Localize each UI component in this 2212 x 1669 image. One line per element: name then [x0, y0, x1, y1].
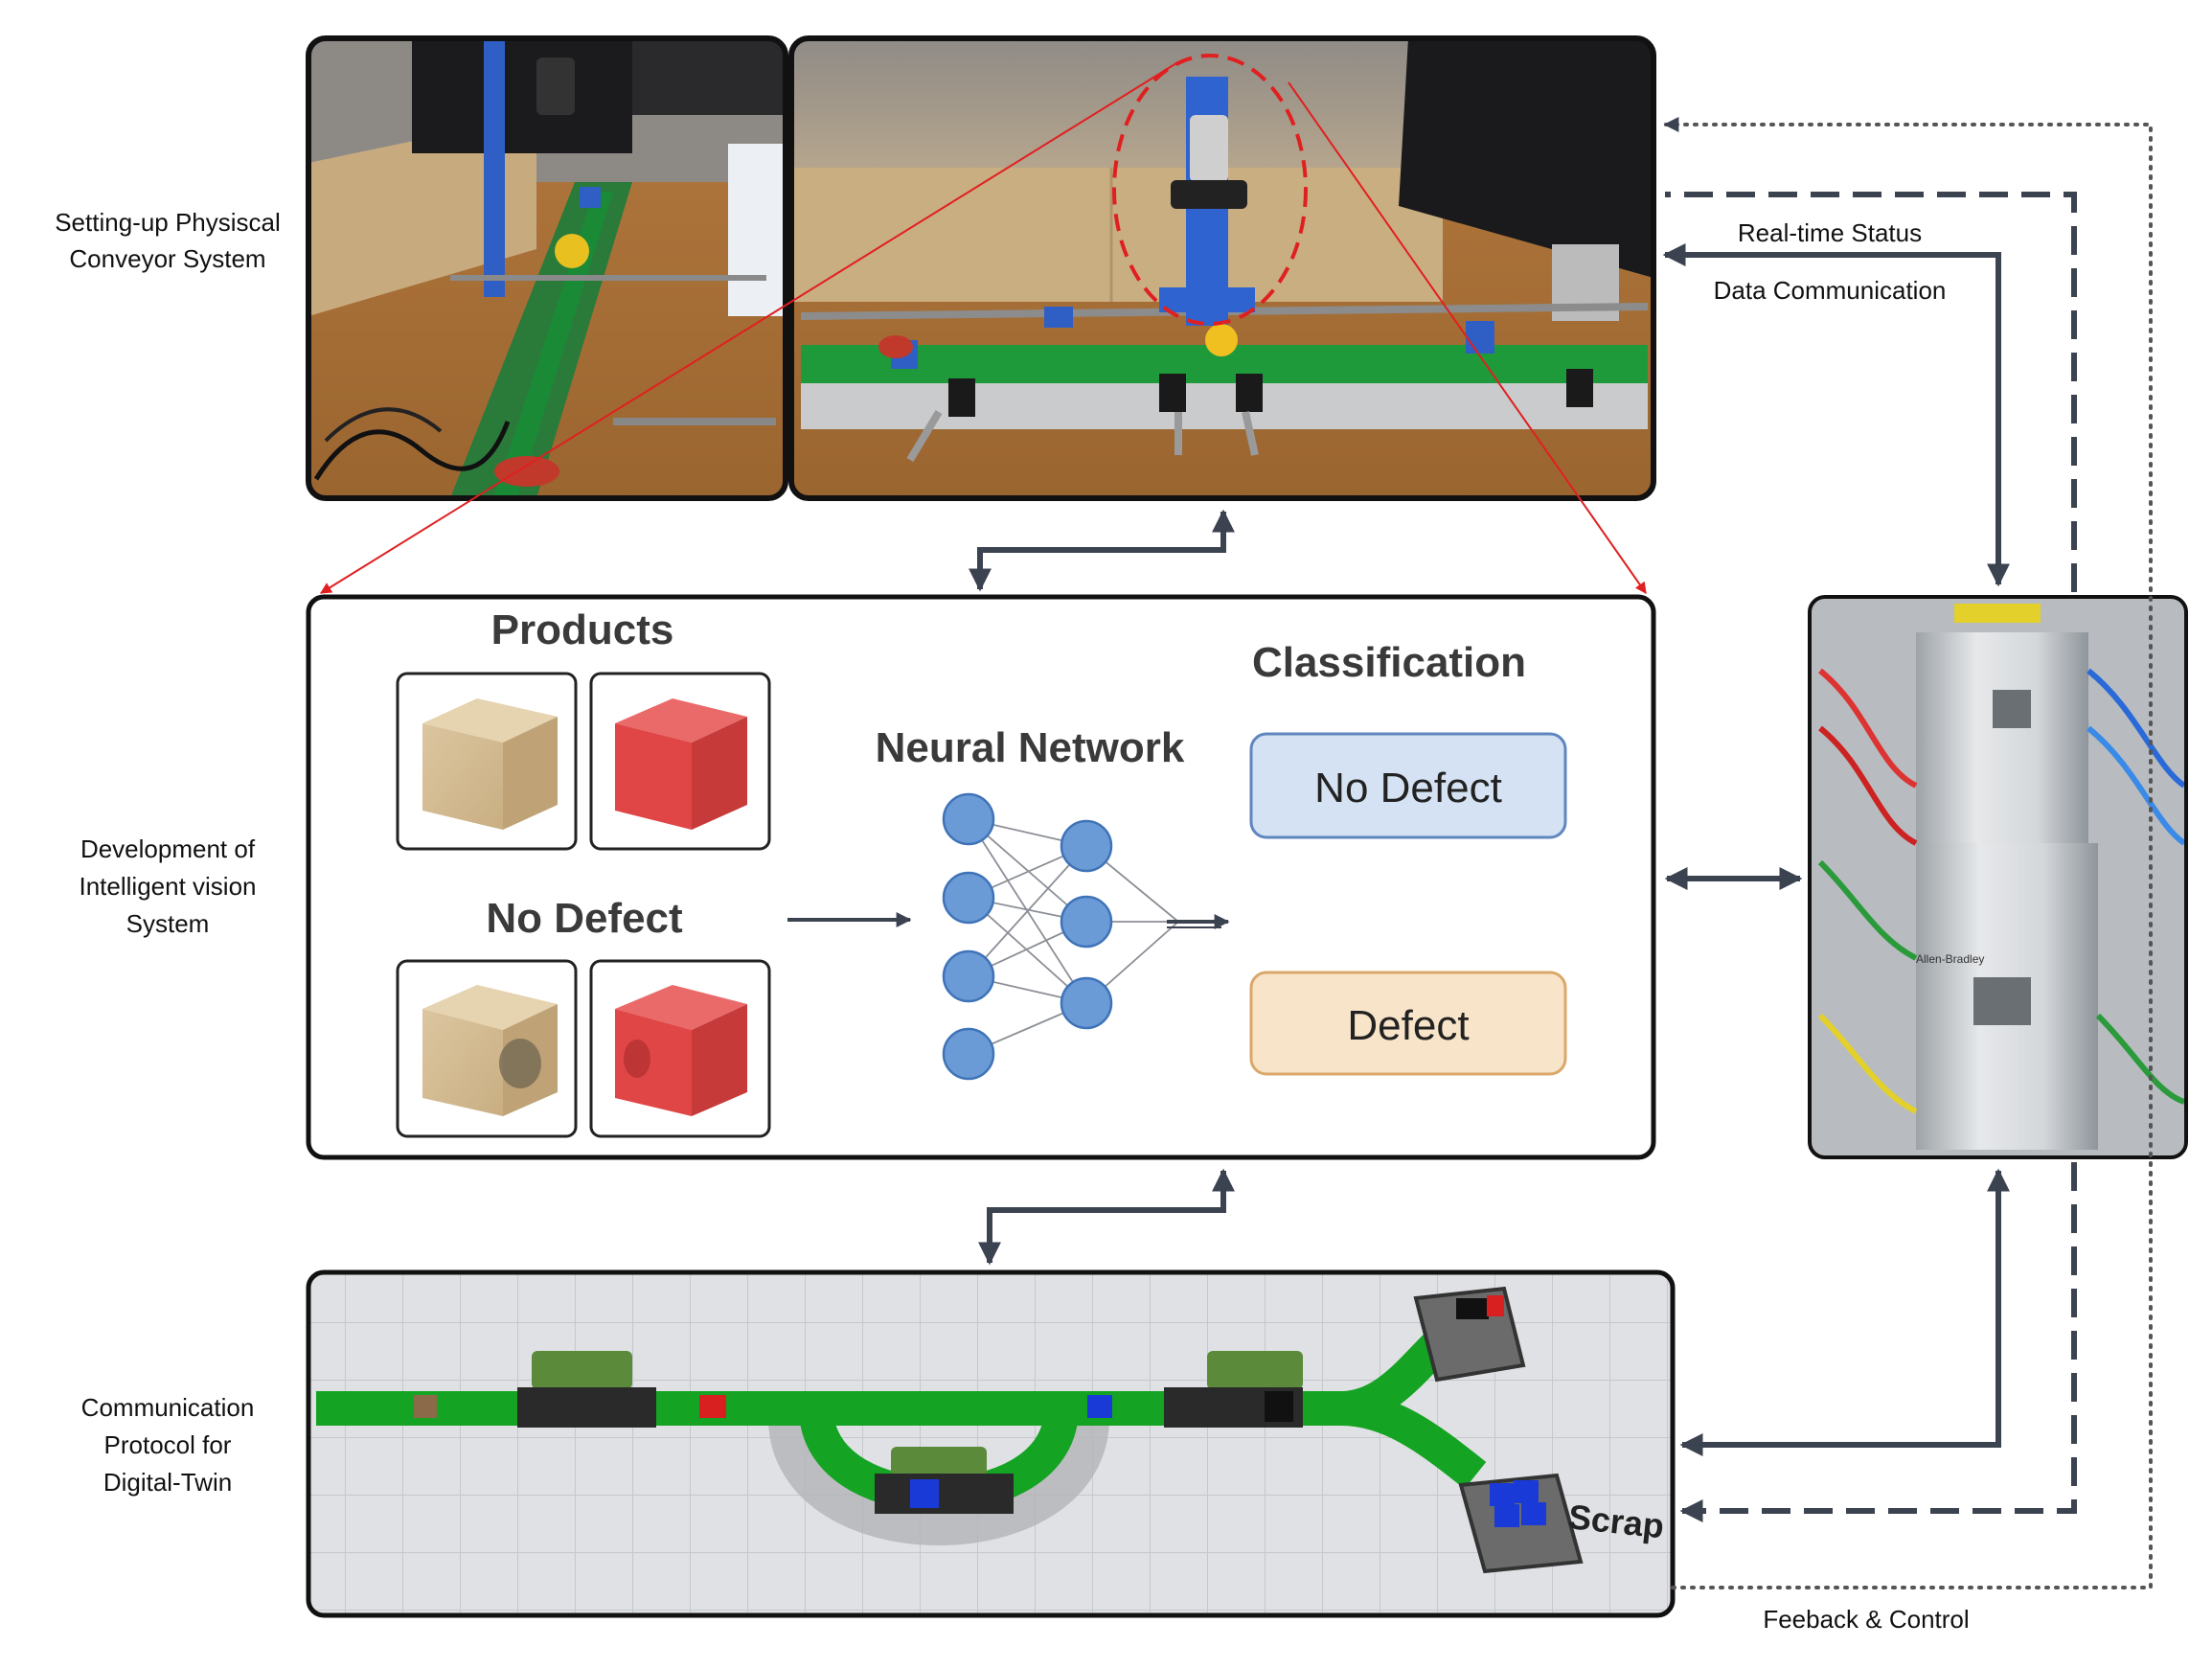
digital-twin-view: Scrap — [306, 1269, 1676, 1618]
label-physical-setup: Setting-up Physiscal Conveyor System — [55, 208, 281, 273]
label-vision-system: Development of Intelligent vision System — [80, 834, 257, 938]
classification-title: Classification — [1252, 639, 1526, 686]
data-communication-link-top — [1665, 192, 2077, 592]
neural-network-title: Neural Network — [876, 724, 1185, 771]
realtime-status-link-top — [1662, 243, 2010, 587]
no-defect-product-label: No Defect — [486, 895, 683, 942]
plc-brand-label: Allen-Bradley — [1916, 952, 1984, 966]
vision-panel: Products No Defect — [306, 594, 1656, 1160]
feedback-control-link — [1663, 117, 2153, 1589]
products-title: Products — [491, 606, 674, 653]
data-communication-label: Data Communication — [1714, 276, 1947, 305]
network-nodes — [942, 792, 1113, 1081]
input-node — [942, 1027, 995, 1081]
camera-highlight-circle — [1112, 54, 1308, 326]
product-card-cube-defect — [589, 959, 771, 1138]
label-vision-line-1: Development of — [80, 834, 256, 863]
class-no-defect-box — [1249, 732, 1567, 839]
product-card-box-good — [396, 672, 578, 851]
input-node — [942, 949, 995, 1003]
label-twin-line-2: Protocol for — [104, 1430, 232, 1459]
data-communication-link-bottom — [1679, 1162, 2077, 1522]
realtime-status-label: Real-time Status — [1738, 218, 1922, 247]
hidden-node — [1060, 976, 1113, 1030]
hidden-node — [1060, 819, 1113, 873]
physical-vision-connector — [969, 509, 1235, 592]
label-vision-line-3: System — [126, 909, 210, 938]
hidden-node — [1060, 895, 1113, 949]
realtime-status-link-bottom — [1679, 1168, 2010, 1456]
conveyor-photo-main — [788, 35, 1656, 501]
conveyor-photo-left — [306, 35, 788, 501]
vision-twin-connector — [978, 1168, 1235, 1266]
class-no-defect-label: No Defect — [1314, 765, 1502, 812]
input-node — [942, 871, 995, 925]
feedback-control-label: Feeback & Control — [1763, 1605, 1969, 1634]
input-node — [942, 792, 995, 846]
label-digital-twin: Communication Protocol for Digital-Twin — [81, 1393, 255, 1497]
plc-controller-photo: Allen-Bradley — [1808, 595, 2188, 1159]
label-physical-line-2: Conveyor System — [69, 244, 265, 273]
label-twin-line-3: Digital-Twin — [103, 1468, 232, 1497]
zoom-annotation-lines — [319, 62, 1647, 594]
product-card-cube-good — [589, 672, 771, 851]
class-defect-box — [1249, 971, 1567, 1076]
label-twin-line-1: Communication — [81, 1393, 255, 1422]
product-card-box-defect — [396, 959, 578, 1138]
label-vision-line-2: Intelligent vision — [80, 872, 257, 901]
label-physical-line-1: Setting-up Physiscal — [55, 208, 281, 237]
class-defect-label: Defect — [1347, 1002, 1469, 1049]
